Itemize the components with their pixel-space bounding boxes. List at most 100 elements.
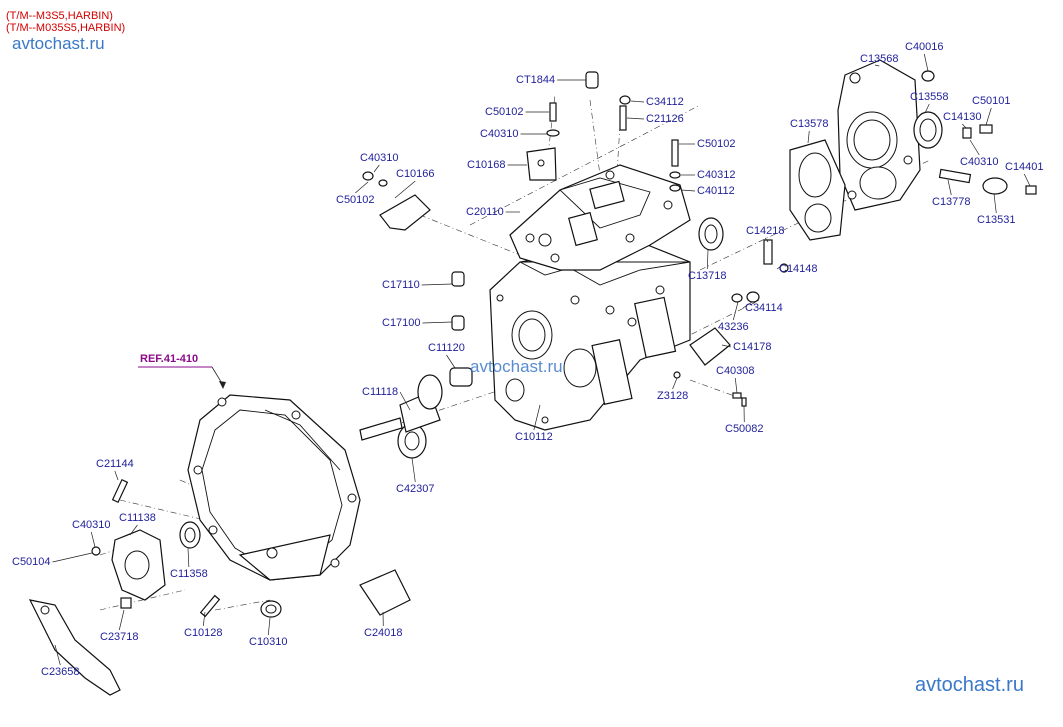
leader-line: [630, 100, 645, 103]
clutch-housing[interactable]: [187, 394, 361, 581]
small-parts: [28, 70, 1037, 696]
label-Z3128[interactable]: Z3128: [657, 390, 688, 402]
label-C23658[interactable]: C23658: [41, 666, 80, 678]
leader-line: [764, 237, 769, 243]
label-C10310[interactable]: C10310: [249, 636, 288, 648]
leader-line: [923, 53, 929, 72]
label-C10128[interactable]: C10128: [184, 627, 223, 639]
label-C24018[interactable]: C24018: [364, 627, 403, 639]
shift-cover[interactable]: [509, 164, 691, 271]
leader-line: [394, 180, 416, 199]
label-C10166[interactable]: C10166: [396, 168, 435, 180]
leader-line: [807, 130, 810, 144]
leader-line: [672, 377, 678, 390]
label-C21144[interactable]: C21144: [96, 458, 134, 470]
leader-line: [129, 524, 138, 536]
leader-line: [54, 644, 61, 666]
label-C50101[interactable]: C50101: [972, 95, 1011, 107]
input-shaft[interactable]: [359, 374, 443, 441]
model-line-2: (T/M--M035S5,HARBIN): [6, 22, 126, 34]
label-C50082[interactable]: C50082: [725, 423, 764, 435]
label-C40016[interactable]: C40016: [905, 41, 944, 53]
leader-line: [411, 457, 416, 483]
label-C17100[interactable]: C17100: [382, 317, 421, 329]
leader-line: [874, 64, 880, 67]
label-C40310-b[interactable]: C40310: [360, 152, 399, 164]
leader-line: [267, 617, 271, 636]
label-C13718[interactable]: C13718: [688, 270, 727, 282]
label-C40310-a[interactable]: C40310: [480, 128, 519, 140]
label-C10168[interactable]: C10168: [467, 159, 506, 171]
leader-line: [626, 117, 645, 120]
label-C11118[interactable]: C11118: [362, 386, 398, 398]
watermark-center: avtochast.ru: [470, 357, 563, 376]
oil-seal[interactable]: [913, 111, 943, 149]
rear-gasket[interactable]: [789, 139, 846, 241]
leader-line: [721, 344, 732, 348]
watermark-top-left: avtochast.ru: [12, 34, 105, 53]
leader-lines: [52, 53, 1031, 666]
label-C14130[interactable]: C14130: [943, 111, 982, 123]
watermark-bottom-right: avtochast.ru: [915, 674, 1024, 696]
label-C14401[interactable]: C14401: [1005, 161, 1044, 173]
label-C34114[interactable]: C34114: [745, 302, 783, 314]
label-C40312[interactable]: C40312: [697, 169, 736, 181]
label-C40112[interactable]: C40112: [697, 185, 735, 197]
leader-line: [962, 123, 967, 129]
reference-callout[interactable]: REF.41-410: [138, 353, 226, 389]
leader-line: [993, 193, 997, 214]
rear-extension-housing[interactable]: [837, 59, 921, 211]
label-43236[interactable]: 43236: [718, 321, 749, 333]
leader-line: [399, 391, 411, 411]
leader-line: [1023, 173, 1031, 187]
model-line-1: (T/M--M3S5,HARBIN): [6, 10, 113, 22]
leader-line: [90, 531, 96, 548]
label-CT1844[interactable]: CT1844: [516, 74, 555, 86]
label-C40310-c[interactable]: C40310: [960, 156, 999, 168]
leader-line: [422, 321, 453, 324]
label-C34112[interactable]: C34112: [646, 96, 684, 108]
label-C14148[interactable]: C14148: [779, 263, 818, 275]
label-C23718[interactable]: C23718: [100, 631, 139, 643]
leader-line: [533, 404, 541, 431]
leader-line: [732, 301, 739, 321]
label-C21126[interactable]: C21126: [646, 113, 684, 125]
label-C20110[interactable]: C20110: [466, 206, 504, 218]
label-C14218[interactable]: C14218: [746, 225, 785, 237]
leader-line: [985, 107, 992, 126]
label-C13568[interactable]: C13568: [860, 53, 899, 65]
leader-line: [421, 283, 453, 286]
leader-line: [742, 301, 753, 309]
label-C40310-d[interactable]: C40310: [72, 519, 111, 531]
label-C50104[interactable]: C50104: [12, 556, 51, 568]
label-C50102-b[interactable]: C50102: [697, 138, 736, 150]
label-C50102-a[interactable]: C50102: [485, 106, 524, 118]
ref-label: REF.41-410: [140, 353, 198, 365]
label-C13558[interactable]: C13558: [910, 91, 949, 103]
label-C40308[interactable]: C40308: [716, 365, 755, 377]
leader-line: [446, 354, 456, 369]
transmission-case[interactable]: [489, 241, 691, 431]
label-C17110[interactable]: C17110: [382, 279, 420, 291]
label-C11138[interactable]: C11138: [119, 512, 156, 524]
leader-line: [202, 611, 206, 627]
label-C13778[interactable]: C13778: [932, 196, 971, 208]
leader-line: [114, 470, 119, 481]
leader-line: [52, 552, 93, 563]
label-C13578[interactable]: C13578: [790, 118, 829, 130]
leader-line: [373, 164, 380, 173]
leader-line: [355, 181, 369, 194]
label-C11120[interactable]: C11120: [428, 342, 465, 354]
label-C10112[interactable]: C10112: [515, 431, 553, 443]
leader-line: [734, 377, 738, 394]
label-C14178[interactable]: C14178: [733, 341, 772, 353]
leader-line: [947, 179, 952, 196]
part-labels: CT1844 C50102 C40310 C10168 C34112 C2112…: [12, 41, 1044, 678]
label-C13531[interactable]: C13531: [977, 214, 1016, 226]
label-C50102-c[interactable]: C50102: [336, 194, 375, 206]
label-C11358[interactable]: C11358: [170, 568, 208, 580]
leader-line: [680, 189, 696, 192]
label-C42307[interactable]: C42307: [396, 483, 435, 495]
leader-line: [969, 139, 980, 156]
